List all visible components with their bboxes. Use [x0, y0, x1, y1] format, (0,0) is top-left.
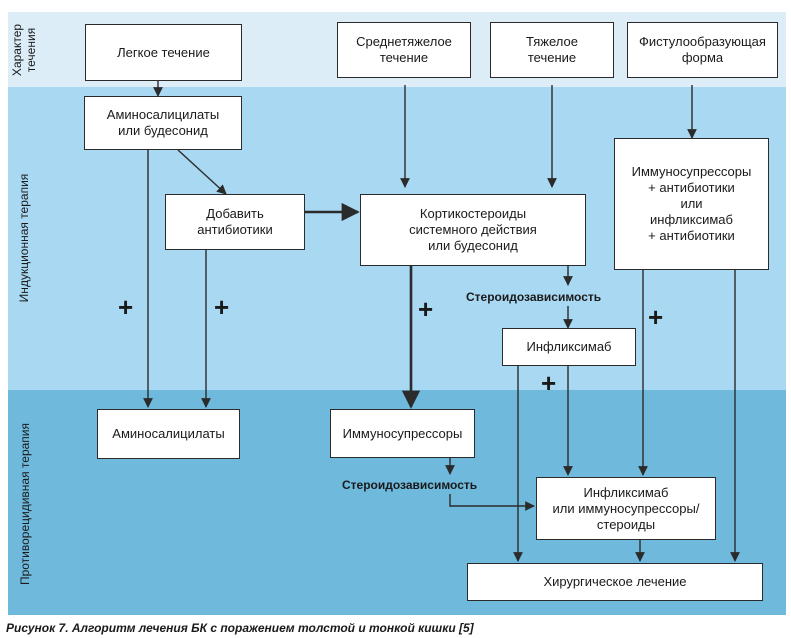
box-moderate-course: Среднетяжелое течение [337, 22, 471, 78]
plus-sign-5: + [541, 368, 557, 398]
band-label-induction: Индукционная терапия [17, 173, 31, 303]
box-surgery: Хирургическое лечение [467, 563, 763, 601]
plus-sign-2: + [214, 292, 230, 322]
box-immunosuppressors: Иммуносупрессоры [330, 409, 475, 458]
box-mild-course: Легкое течение [85, 24, 242, 81]
band-label-course: Характер течения [10, 23, 38, 77]
plus-sign-4: + [648, 302, 664, 332]
box-severe-course: Тяжелое течение [490, 22, 614, 78]
box-add-antibiotics: Добавить антибиотики [165, 194, 305, 250]
box-fistula-form: Фистулообразующая форма [627, 22, 778, 78]
box-infliximab-immuno-steroids: Инфликсимаб или иммуносупрессоры/ стерои… [536, 477, 716, 540]
plus-sign-3: + [418, 294, 434, 324]
box-aminosal-budesonide: Аминосалицилаты или будесонид [84, 96, 242, 150]
label-steroid-dependence-2: Стероидозависимость [342, 478, 478, 492]
box-aminosalicylates: Аминосалицилаты [97, 409, 240, 459]
band-label-maintenance: Противорецидивная терапия [18, 422, 32, 586]
box-immuno-antibiotics: Иммуносупрессоры + антибиотики или инфли… [614, 138, 769, 270]
label-steroid-dependence-1: Стероидозависимость [466, 290, 602, 304]
arrow-aminosal-bud-to-add-ab [177, 149, 227, 195]
figure-caption: Рисунок 7. Алгоритм лечения БК с поражен… [6, 621, 474, 635]
plus-sign-1: + [118, 292, 134, 322]
arrow-steroid-dep-to-combo [449, 494, 535, 511]
box-corticosteroids: Кортикостероиды системного действия или … [360, 194, 586, 266]
box-infliximab: Инфликсимаб [502, 328, 636, 366]
